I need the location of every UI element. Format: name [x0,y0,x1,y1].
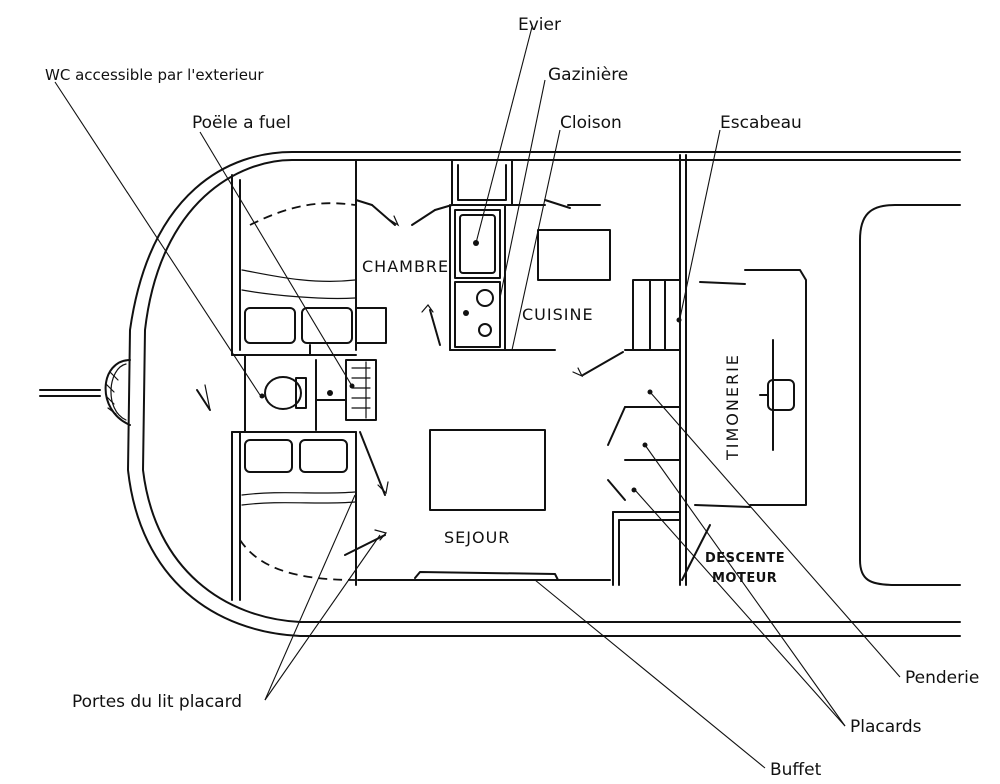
wc-toilet [196,354,346,433]
label-cloison: Cloison [560,113,622,133]
label-escabeau: Escabeau [720,113,802,133]
label-wc: WC accessible par l'exterieur [45,66,264,84]
room-descente-1: DESCENTE [705,551,785,566]
label-poele: Poële a fuel [192,113,291,133]
closets [572,349,711,586]
leader-lines [54,26,901,769]
chambre-doors [355,199,453,227]
room-descente-2: MOTEUR [712,571,777,586]
label-evier: Evier [518,15,561,35]
label-gaziniere: Gazinière [548,65,628,85]
room-timonerie: TIMONERIE [723,353,742,461]
room-chambre: CHAMBRE [362,257,449,276]
escabeau-steps [632,279,681,351]
hull [39,151,961,637]
wheelhouse [694,269,807,508]
living-room [344,429,611,586]
deck-hatch [859,204,961,586]
label-penderie: Penderie [905,668,979,688]
aft-cabin [231,159,387,601]
room-sejour: SEJOUR [444,528,510,547]
label-buffet: Buffet [770,760,822,780]
label-portes-lit: Portes du lit placard [72,692,242,712]
room-cuisine: CUISINE [522,305,594,324]
fuel-stove [345,359,377,421]
label-placards: Placards [850,717,922,737]
